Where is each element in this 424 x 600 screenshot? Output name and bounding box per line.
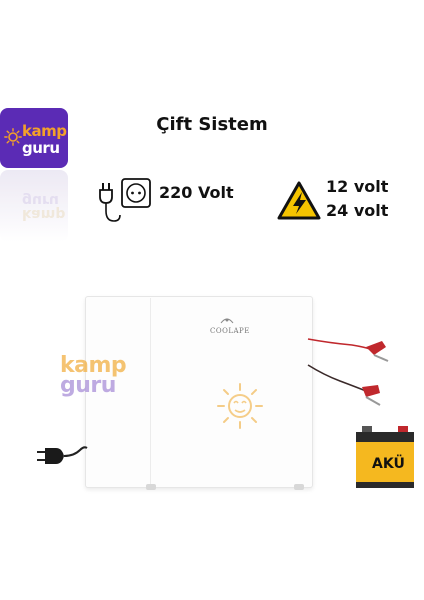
mini-fridge xyxy=(85,296,313,488)
watermark-text-kamp: kamp xyxy=(60,353,127,378)
high-voltage-warning-icon xyxy=(277,181,321,220)
plug-socket-icon xyxy=(99,178,151,222)
fridge-door xyxy=(150,298,311,484)
dc-voltage-24-label: 24 volt xyxy=(326,201,389,220)
kampguru-logo: kamp guru xyxy=(0,108,68,168)
sun-icon xyxy=(4,128,22,146)
watermark-text-guru: guru xyxy=(60,373,116,398)
watermark-sun-icon xyxy=(217,383,263,429)
logo-reflection-text-kamp: kamp xyxy=(22,206,66,222)
battery-icon xyxy=(356,426,414,488)
logo-text-guru: guru xyxy=(22,139,60,157)
fridge-feet xyxy=(146,484,304,490)
battery-label: AKÜ xyxy=(372,456,405,472)
ac-voltage-label: 220 Volt xyxy=(159,183,234,202)
brand-emblem-icon xyxy=(220,318,234,324)
battery-clamp-cables xyxy=(307,338,389,406)
dc-voltage-12-label: 12 volt xyxy=(326,177,389,196)
logo-reflection: guru kamp xyxy=(0,170,68,242)
page-title: Çift Sistem xyxy=(156,114,268,135)
brand-label: COOLAPE xyxy=(210,327,250,335)
power-plug-icon xyxy=(37,446,88,464)
logo-text-kamp: kamp xyxy=(22,122,67,140)
